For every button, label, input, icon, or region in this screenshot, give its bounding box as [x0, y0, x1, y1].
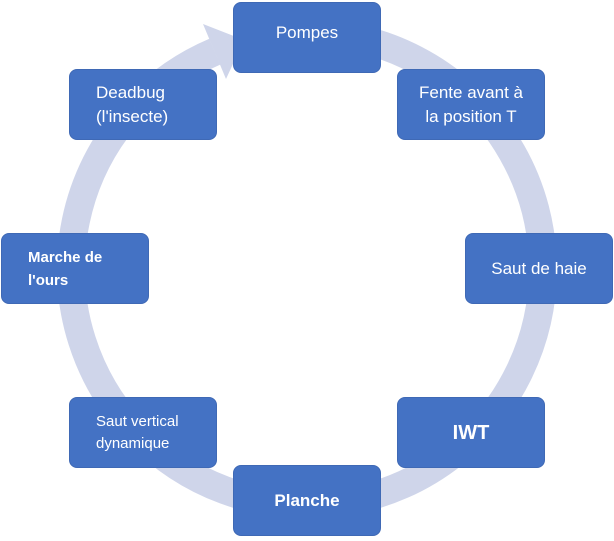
- step-deadbug: Deadbug (l'insecte): [69, 69, 217, 140]
- step-label: IWT: [452, 421, 490, 444]
- step-saut-de-haie: Saut de haie: [465, 233, 613, 304]
- step-pompes: Pompes: [233, 2, 381, 73]
- step-label: Deadbug (l'insecte): [96, 82, 169, 126]
- step-iwt: IWT: [397, 397, 545, 468]
- step-label: Saut vertical dynamique: [96, 412, 179, 452]
- step-fente-avant: Fente avant à la position T: [397, 69, 545, 140]
- step-marche-de-lours: Marche de l'ours: [1, 233, 149, 304]
- step-label: Pompes: [275, 23, 339, 42]
- step-planche: Planche: [233, 465, 381, 536]
- step-label: Saut de haie: [491, 258, 587, 278]
- step-label: Planche: [274, 490, 340, 510]
- step-saut-vertical: Saut vertical dynamique: [69, 397, 217, 468]
- step-label: Marche de l'ours: [28, 248, 103, 289]
- step-label: Fente avant à la position T: [419, 82, 523, 126]
